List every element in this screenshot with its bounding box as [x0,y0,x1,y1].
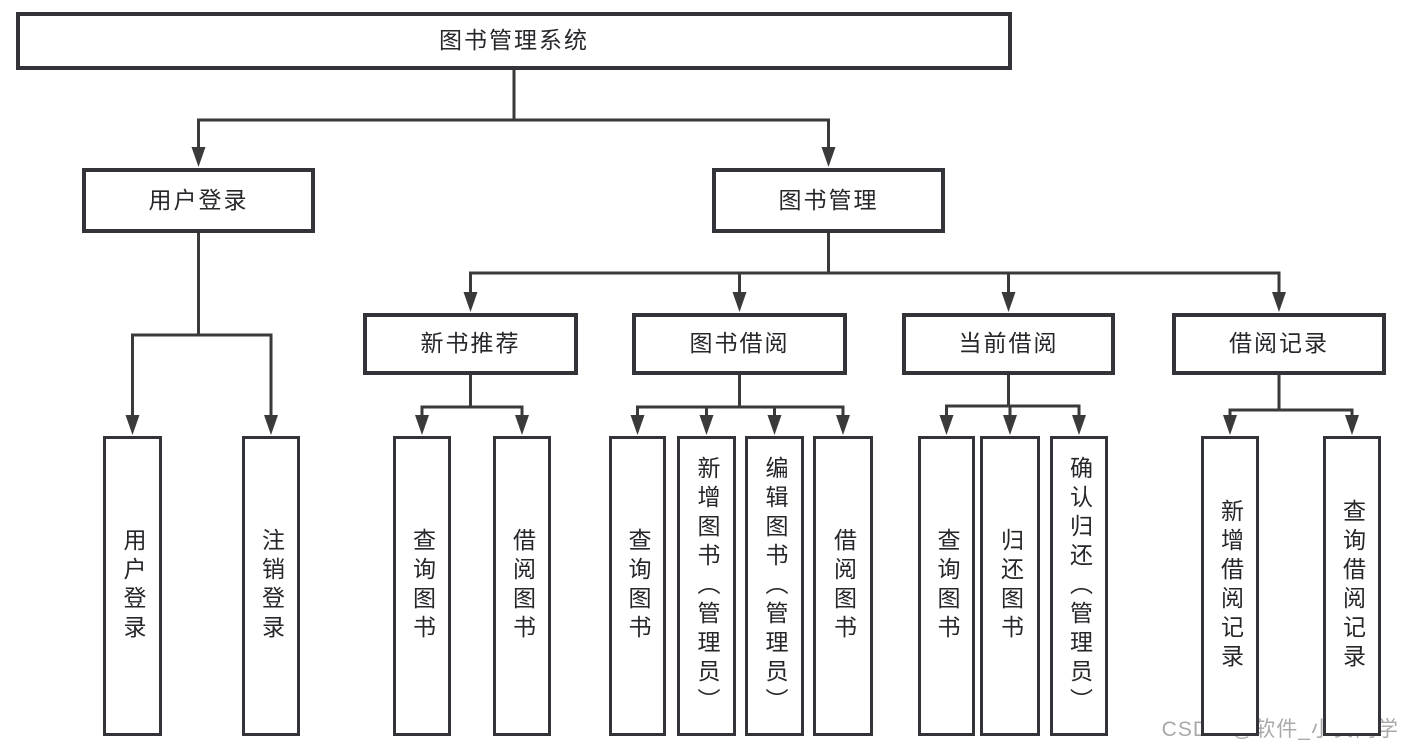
node-label-cb-confirm-return: 确认归还（管理员） [1066,455,1093,717]
arrowhead-icon [1272,292,1286,312]
arrowhead-icon [1345,415,1359,435]
node-label-bb-borrow-book: 借阅图书 [830,528,857,644]
arrowhead-icon [836,415,850,435]
node-label-book-borrow: 图书借阅 [689,330,790,357]
node-current-borrow: 当前借阅 [902,313,1115,375]
arrowhead-icon [415,415,429,435]
arrowhead-icon [264,415,278,435]
node-book-borrow: 图书借阅 [632,313,847,375]
arrowhead-icon [125,415,140,435]
node-user-login: 用户登录 [82,168,315,233]
arrowhead-icon [191,147,206,167]
arrowhead-icon [699,415,714,435]
node-leaf-user-login: 用户登录 [103,436,162,736]
node-book-mgmt: 图书管理 [712,168,945,233]
node-cb-return-book: 归还图书 [980,436,1040,736]
arrowhead-icon [732,292,747,312]
node-label-bb-edit-book: 编辑图书（管理员） [762,455,788,717]
node-label-leaf-user-login: 用户登录 [120,528,146,644]
node-br-add-record: 新增借阅记录 [1201,436,1259,736]
arrowhead-icon [515,415,529,435]
node-new-book-rec: 新书推荐 [363,313,578,375]
node-label-current-borrow: 当前借阅 [958,330,1059,357]
node-cb-confirm-return: 确认归还（管理员） [1050,436,1108,736]
node-label-bb-query-book: 查询图书 [625,528,651,644]
arrowhead-icon [1001,292,1016,312]
node-leaf-logout: 注销登录 [242,436,300,736]
node-bb-borrow-book: 借阅图书 [813,436,873,736]
node-rec-query-book: 查询图书 [393,436,451,736]
arrowhead-icon [630,415,645,435]
arrowhead-icon [821,147,836,167]
node-bb-add-book: 新增图书（管理员） [677,436,736,736]
node-borrow-records: 借阅记录 [1172,313,1386,375]
node-label-root: 图书管理系统 [439,27,589,54]
node-label-cb-query-book: 查询图书 [934,528,960,644]
node-label-new-book-rec: 新书推荐 [420,330,521,357]
node-label-br-query-record: 查询借阅记录 [1339,499,1366,673]
node-br-query-record: 查询借阅记录 [1323,436,1381,736]
node-label-book-mgmt: 图书管理 [778,186,879,213]
node-bb-query-book: 查询图书 [609,436,666,736]
node-cb-query-book: 查询图书 [918,436,975,736]
node-label-rec-query-book: 查询图书 [409,528,436,644]
node-label-cb-return-book: 归还图书 [997,528,1024,644]
arrowhead-icon [1072,415,1086,435]
node-label-rec-borrow-book: 借阅图书 [509,528,536,644]
arrowhead-icon [1223,415,1237,435]
node-rec-borrow-book: 借阅图书 [493,436,551,736]
node-label-leaf-logout: 注销登录 [258,528,285,644]
node-label-br-add-record: 新增借阅记录 [1217,499,1244,673]
node-bb-edit-book: 编辑图书（管理员） [745,436,804,736]
node-root: 图书管理系统 [16,12,1012,70]
arrowhead-icon [463,292,478,312]
arrowhead-icon [1003,415,1017,435]
node-label-bb-add-book: 新增图书（管理员） [694,455,720,717]
arrowhead-icon [767,415,782,435]
node-label-borrow-records: 借阅记录 [1229,330,1329,357]
arrowhead-icon [939,415,954,435]
node-label-user-login: 用户登录 [148,186,249,213]
